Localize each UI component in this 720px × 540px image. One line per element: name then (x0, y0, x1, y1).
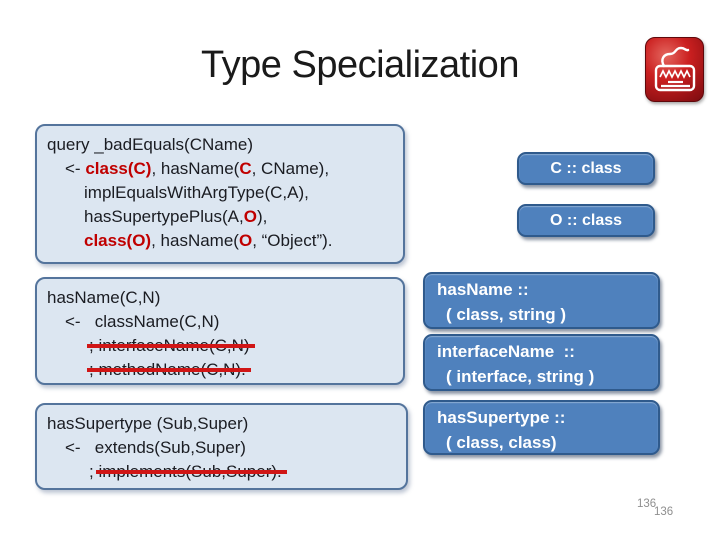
code-line: ; methodName(C,N). (47, 358, 399, 382)
page-number-shadow: 136 (654, 506, 674, 518)
page-title: Type Specialization (201, 44, 519, 86)
highlighted-term: class(C) (85, 159, 152, 178)
keyboard-icon-glyph (654, 46, 695, 91)
keyboard-icon (645, 37, 704, 102)
code-line: hasName(C,N) (47, 288, 161, 307)
code-line: ; implements(Sub,Super). (47, 460, 402, 484)
code-line: hasSupertype (Sub,Super) (47, 414, 249, 433)
code-line: <- extends(Sub,Super) (65, 438, 246, 457)
highlighted-term: O (238, 231, 253, 250)
struck-term: ; methodName(C,N). (87, 358, 251, 382)
code-line: <- class(C), hasName(C, CName), (65, 159, 330, 178)
struck-term: ; interfaceName(C,N) (87, 334, 255, 358)
code-line: class(O), hasName(O, “Object”). (84, 231, 333, 250)
type-box-interfacename: interfaceName :: ( interface, string ) (423, 334, 660, 391)
code-line: ; interfaceName(C,N) (47, 334, 399, 358)
highlighted-term: class(O) (84, 231, 152, 250)
hasname-rule-box: hasName(C,N) <- className(C,N) ; interfa… (35, 277, 405, 385)
code-line: implEqualsWithArgType(C,A), (84, 183, 309, 202)
type-box-hassupertype: hasSupertype :: ( class, class) (423, 400, 660, 455)
type-box-hasname: hasName :: ( class, string ) (423, 272, 660, 329)
struck-term: implements(Sub,Super). (96, 460, 288, 484)
hassupertype-rule-box: hasSupertype (Sub,Super) <- extends(Sub,… (35, 403, 408, 490)
page-number: 136 (637, 498, 657, 510)
code-line: hasSupertypePlus(A,O), (84, 207, 268, 226)
code-line: <- className(C,N) (65, 312, 220, 331)
code-line: query _badEquals(CName) (47, 135, 253, 154)
type-box-o-class: O :: class (517, 204, 655, 237)
highlighted-term: C (239, 159, 252, 178)
highlighted-term: O (243, 207, 257, 226)
query-rule-box: query _badEquals(CName) <- class(C), has… (35, 124, 405, 264)
type-box-c-class: C :: class (517, 152, 655, 185)
